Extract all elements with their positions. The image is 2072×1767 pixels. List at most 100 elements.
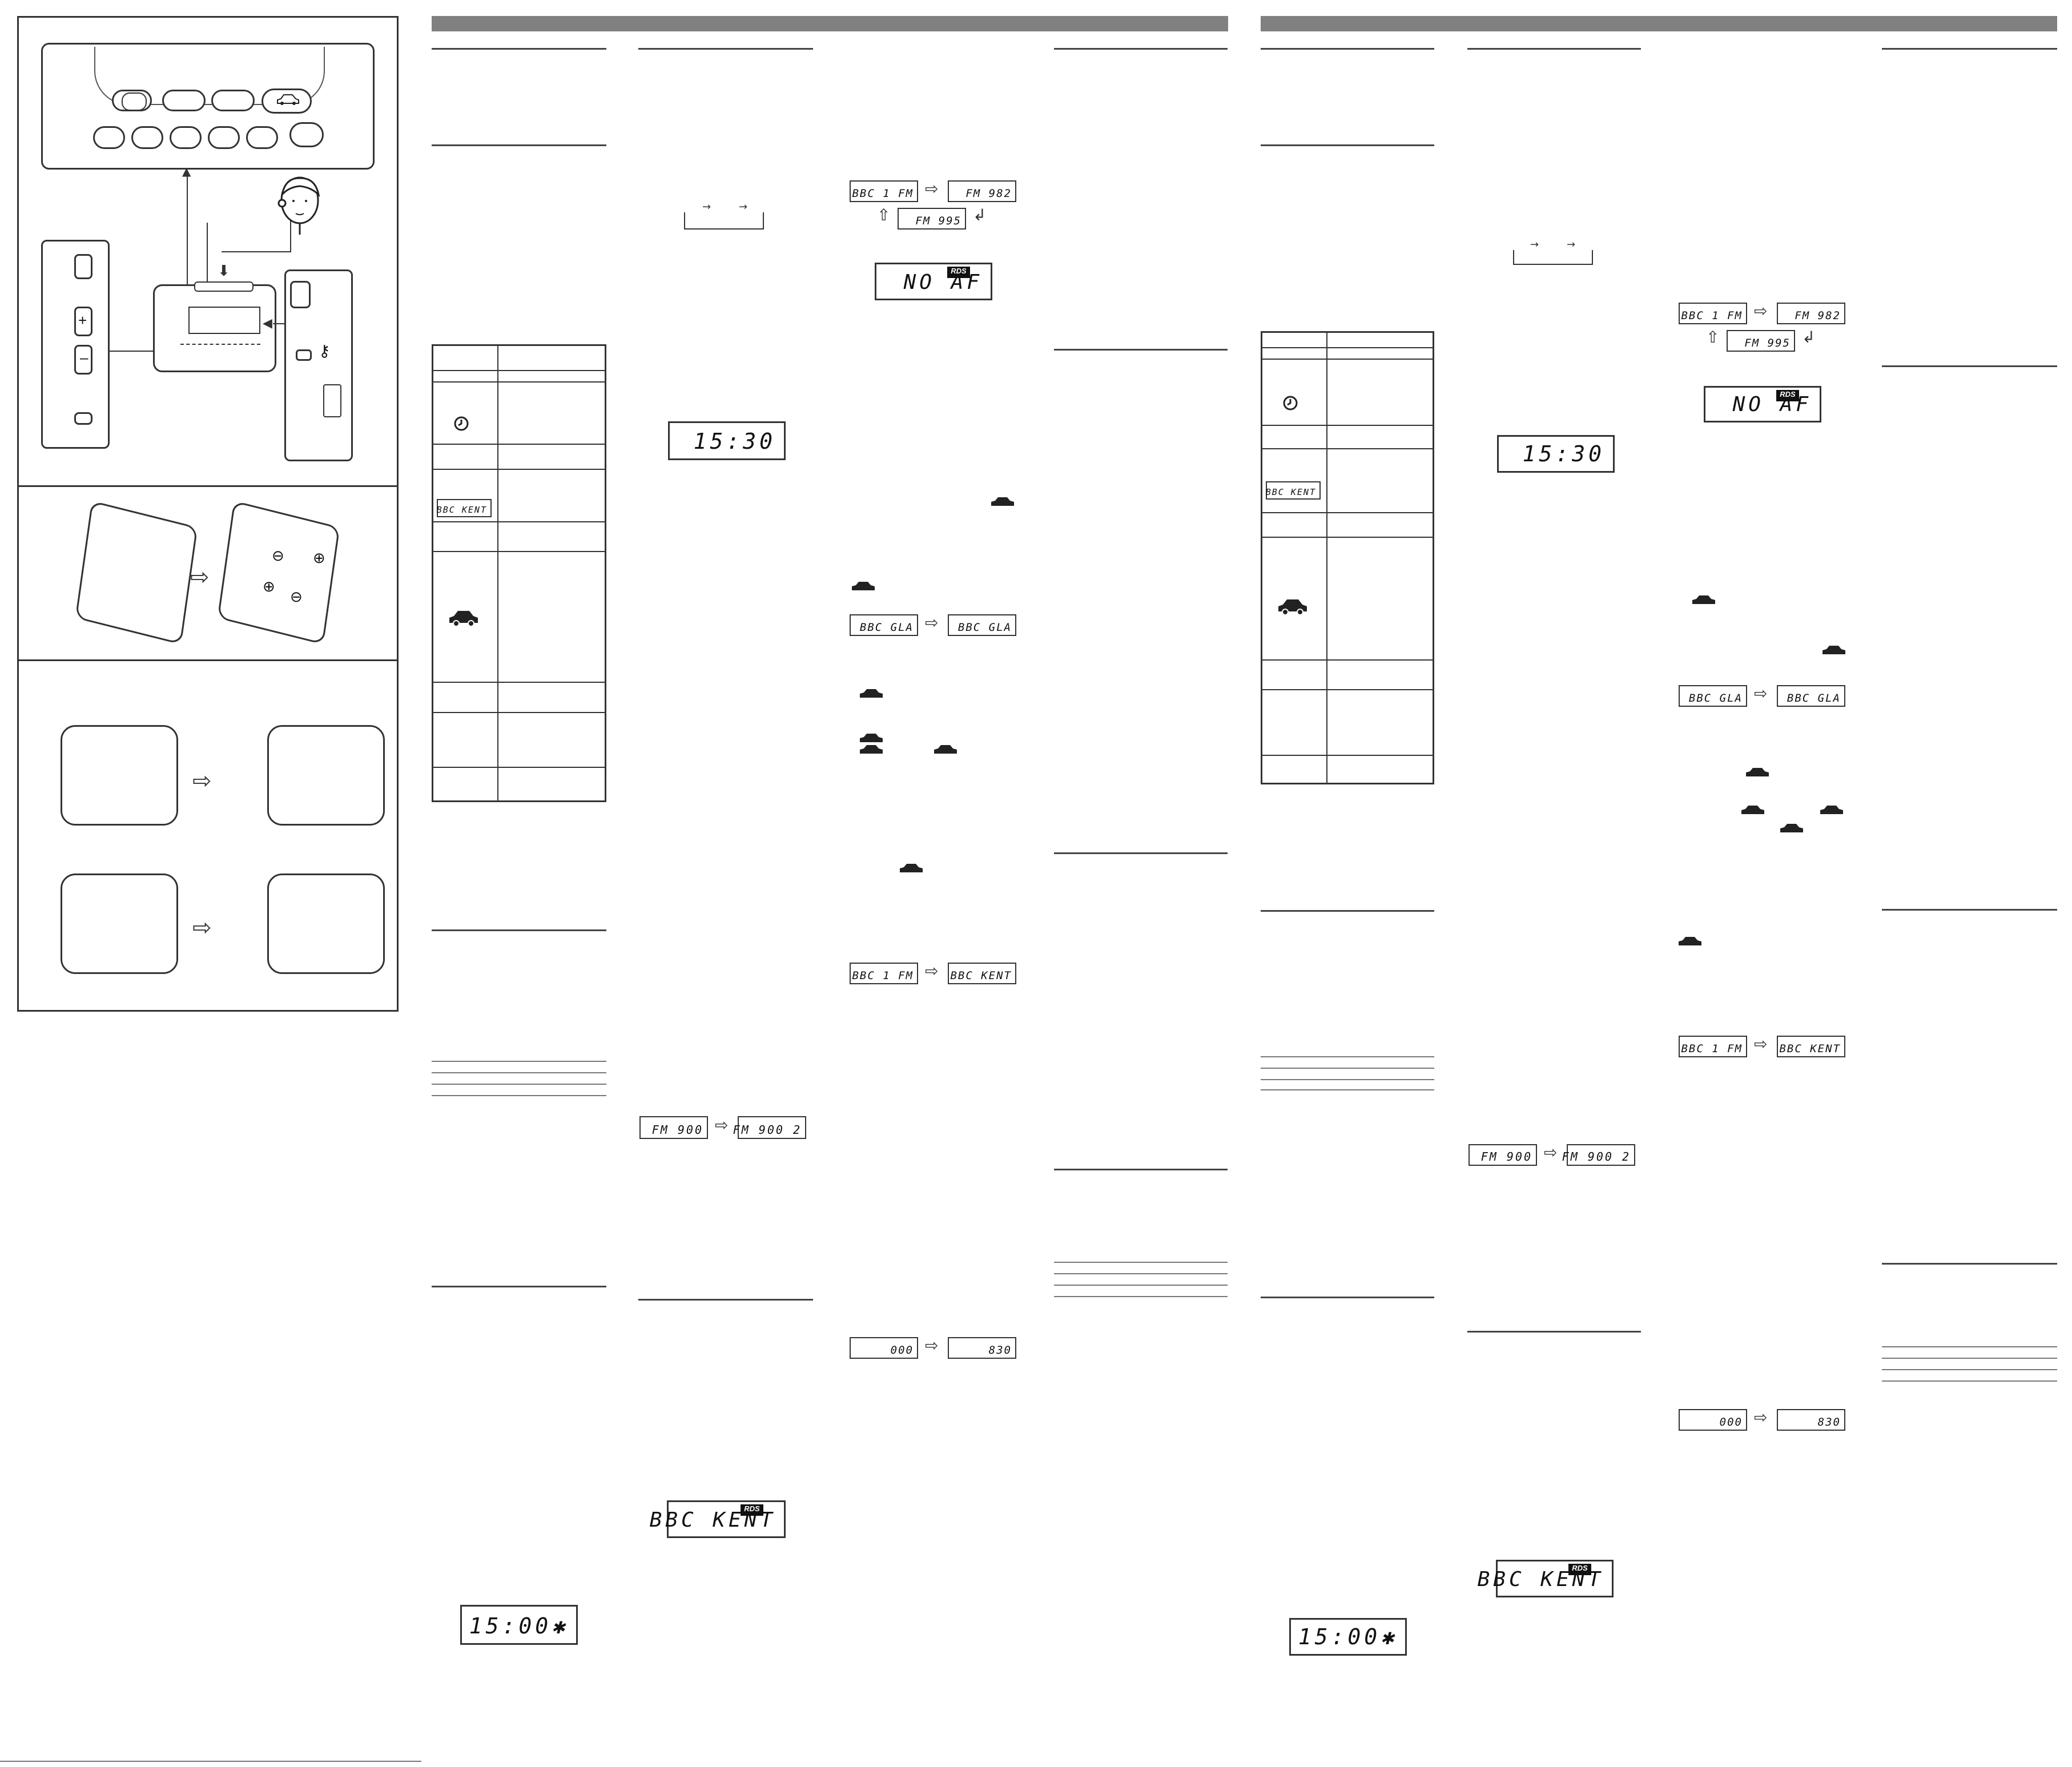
table-rule [1261,1056,1434,1057]
volume-plus-button [74,307,92,336]
car-icon [852,582,875,590]
table-rule [1054,1262,1228,1263]
car-icon [991,497,1014,506]
earphone-cord [222,251,290,252]
minus-label: – [80,349,88,366]
clock-icon [454,416,469,431]
table-rule [1882,1369,2057,1370]
lcd-bbc1fm-2: BBC 1 FM [1679,303,1747,324]
leader-line-2 [207,223,208,291]
function-table [432,344,606,802]
clip-step-3-illustration [61,874,178,974]
function-table-2 [1261,331,1434,784]
preset-button-6 [289,122,324,147]
cycle-diagram-2 [1513,250,1593,265]
battery-plus-3: ⊕ [263,578,275,595]
plus-label: + [78,312,87,329]
lcd-fm900-b: FM 900 2 [733,1116,806,1139]
car-icon [934,745,957,754]
section-rule [432,48,606,50]
lcd-bbc-gla-a2: BBC GLA [1679,685,1747,707]
section-rule [1261,48,1434,50]
arrow-return-icon: ↲ [973,206,987,224]
arrow-right-icon: ⇨ [190,564,210,590]
arrow-right-icon: → [1567,239,1576,251]
arrow-right-icon: ⇨ [1754,1408,1768,1427]
lcd-fm900-a2: FM 900 [1468,1144,1537,1166]
cycle-diagram [684,212,764,230]
table-rule [1261,1068,1434,1069]
lcd-000-2: 000 [1679,1409,1747,1431]
arrow-right-icon: ⇨ [715,1116,729,1134]
radio-device-illustration [153,284,276,372]
car-icon [1679,937,1701,945]
button-top-2 [162,90,206,111]
illustration-frame [17,16,399,1012]
table-rule [432,1061,606,1062]
control-panel-top-curve [94,47,325,105]
table-rule [1882,1380,2057,1382]
lcd-clock-1530-2: 15:30 [1497,435,1615,473]
lcd-bbc1fm-c2: BBC 1 FM [1679,1036,1747,1057]
battery-plus-2: ⊕ [313,549,325,566]
rds-indicator: RDS [1776,390,1799,401]
arrow-right-icon: ⇨ [192,915,212,941]
section-rule [1261,1297,1434,1298]
battery-slot [323,384,341,417]
lcd-000: 000 [850,1337,918,1359]
table-rule [1261,1089,1434,1090]
radio-preset-row [180,344,260,353]
section-rule [1261,144,1434,146]
lcd-bbc-kent-small-2: BBC KENT [1266,481,1321,500]
section-rule [1882,1263,2057,1265]
lcd-bbc-gla-a: BBC GLA [850,614,918,636]
table-rule [1882,1358,2057,1359]
arrow-back-icon: ⇧ [1706,328,1720,347]
section-rule [1054,48,1228,50]
arrow-left-icon: ◀ [263,316,272,331]
lcd-fm982-2: FM 982 [1777,303,1845,324]
table-rule [432,1084,606,1085]
section-rule [432,144,606,146]
lcd-bbc1fm-b: BBC 1 FM [850,963,918,984]
button-top-car [261,88,312,114]
section-rule [1467,48,1641,50]
lcd-bbc-kent: RDS BBC KENT [650,1500,786,1538]
lcd-bbc-gla-b2: BBC GLA [1777,685,1845,707]
car-icon [1820,806,1843,814]
arrow-right-icon: ⇨ [925,179,939,198]
clock-icon [1283,396,1298,410]
arrow-right-icon: ⇨ [192,768,212,794]
clip-step-2-illustration [267,725,385,826]
section-rule [1261,910,1434,912]
table-rule [1054,1285,1228,1286]
car-icon [1692,595,1715,604]
section-rule [1882,365,2057,367]
arrow-right-icon: ⇨ [1754,684,1768,703]
lcd-fm900-a: FM 900 [639,1116,708,1139]
car-icon [1741,806,1764,814]
lcd-bbc1fm: BBC 1 FM [850,180,918,202]
earphone-cord-v [290,217,291,252]
lcd-bbc-kent-d2: BBC KENT [1777,1036,1845,1057]
car-icon [860,745,883,754]
arrow-right-icon: → [702,201,711,213]
table-rule [1882,1346,2057,1347]
car-icon [1822,646,1845,654]
back-button [290,281,311,308]
leader-line-1 [187,171,188,317]
button-top-3 [211,90,255,111]
lcd-no-af: RDS NO AF [875,263,992,300]
lcd-clock-1530: 15:30 [668,421,786,460]
lcd-bbc-kent-c: BBC KENT [948,963,1016,984]
arrow-down-icon: ⬇ [218,263,230,280]
rds-indicator: RDS [947,267,970,278]
table-rule [432,1072,606,1073]
rds-indicator: RDS [1568,1564,1591,1575]
battery-plus-1: ⊖ [272,547,284,564]
arrow-right-icon: ⇨ [925,1336,939,1355]
battery-minus-2: ⊖ [290,588,303,605]
section-rule [432,929,606,931]
preset-button-5 [246,126,278,149]
arrow-return-icon: ↲ [1802,328,1816,347]
